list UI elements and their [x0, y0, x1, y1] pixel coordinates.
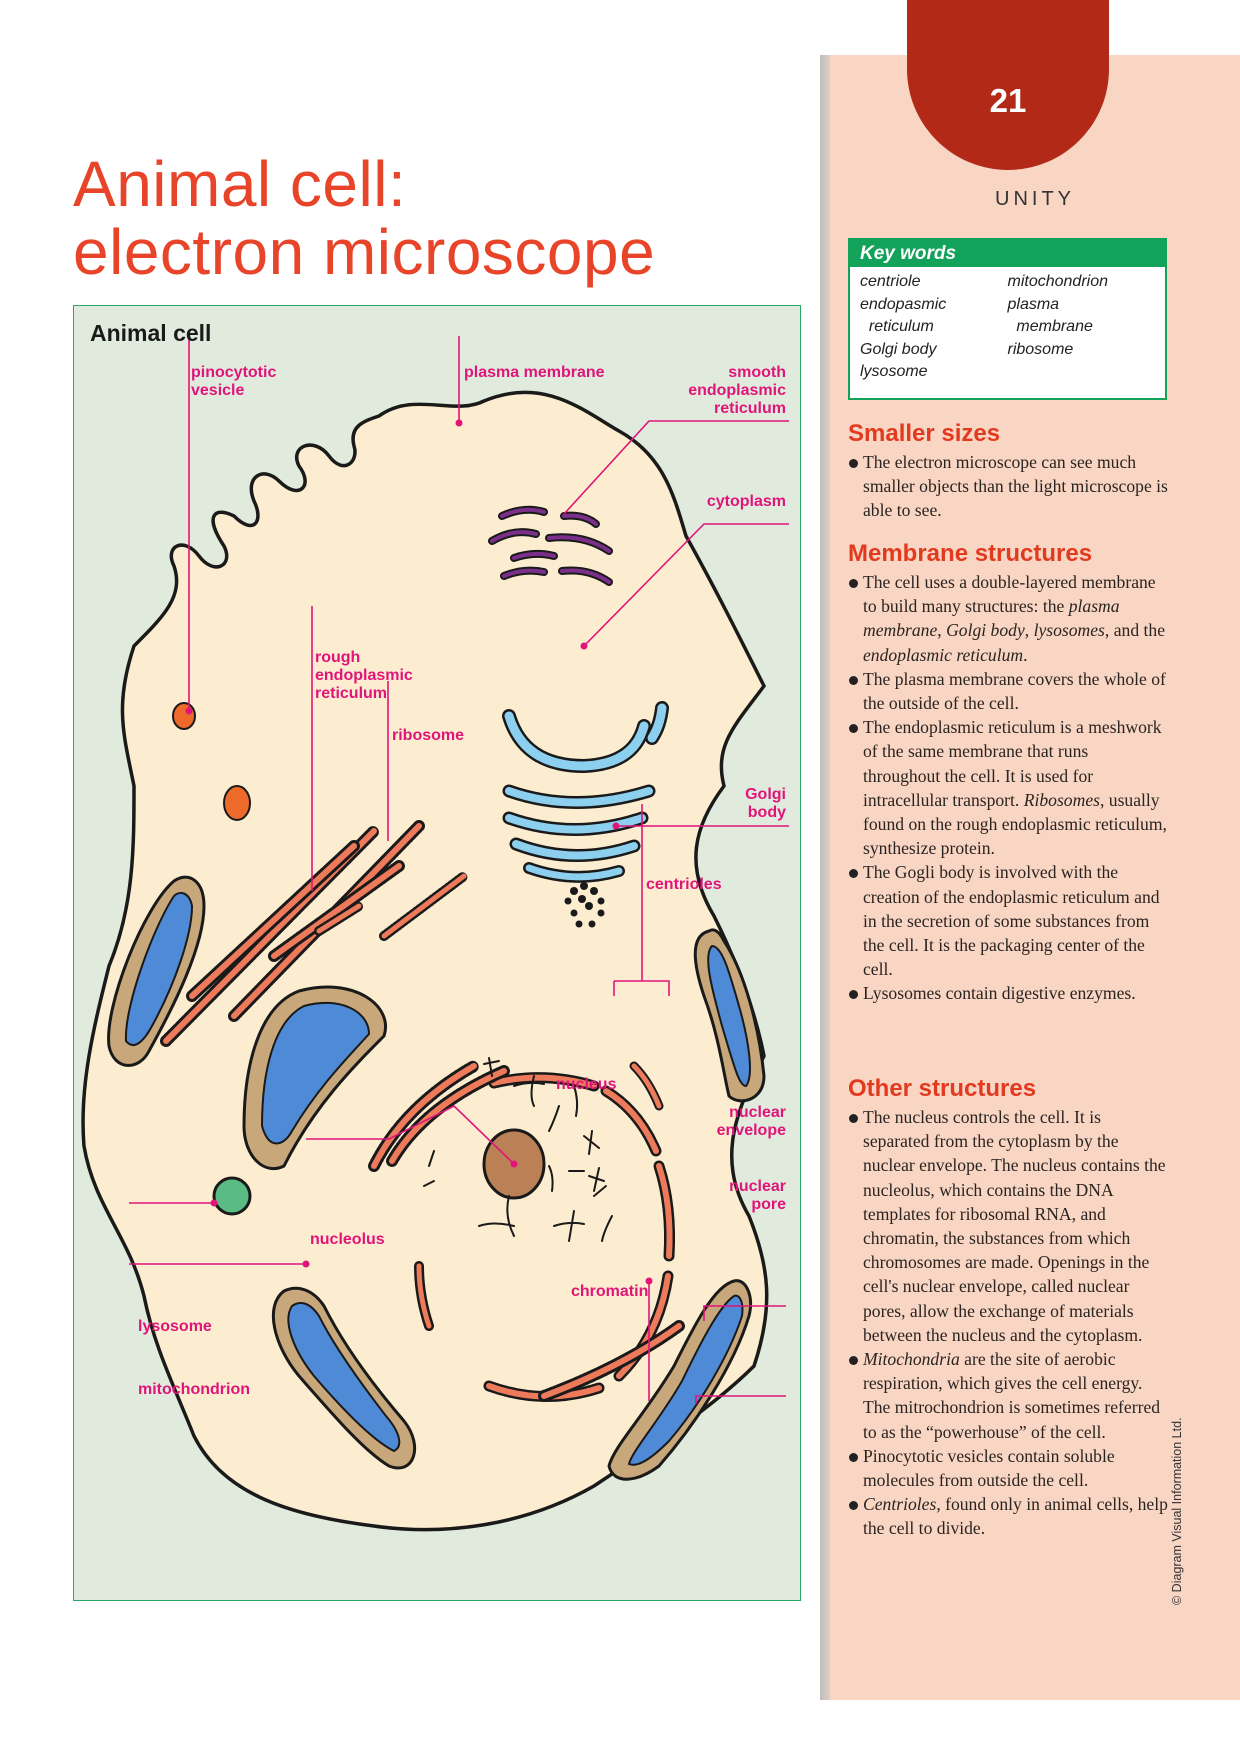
label-leader-dots	[185, 419, 653, 1285]
mitochondrion-bottom-left-shape	[271, 1286, 417, 1470]
label-golgi-body: Golgi body	[745, 786, 786, 821]
section-smaller-sizes: Smaller sizes The electron microscope ca…	[848, 420, 1168, 523]
key-word: Golgi body	[860, 340, 937, 358]
cell-membrane-shape	[81, 390, 769, 1532]
section-heading: Other structures	[848, 1075, 1037, 1102]
label-chromatin: chromatin	[571, 1283, 649, 1300]
bullet-item: Centrioles, found only in animal cells, …	[848, 1492, 1168, 1540]
section-heading: Smaller sizes	[848, 420, 1001, 447]
golgi-body-shape	[502, 701, 669, 883]
key-word: reticulum	[860, 318, 934, 335]
label-mitochondrion: mitochondrion	[138, 1381, 250, 1398]
bullet-item: Pinocytotic vesicles contain soluble mol…	[848, 1444, 1168, 1492]
page-number: 21	[989, 82, 1027, 119]
section-tag: UNITY	[995, 188, 1075, 210]
vesicle-shape	[223, 785, 251, 821]
key-words-box: Key words centriole endopasmic reticulum…	[848, 238, 1167, 400]
copyright-notice: © Diagram Visual Information Ltd.	[1170, 1417, 1184, 1605]
mitochondrion-right-shape	[693, 928, 766, 1103]
section-heading: Membrane structures	[848, 540, 1093, 567]
rough-er-shape	[160, 820, 469, 1047]
section-other-structures: Other structures The nucleus controls th…	[848, 1075, 1168, 1541]
mitochondrion-center-shape	[242, 985, 387, 1170]
key-word: lysosome	[860, 363, 928, 380]
label-ribosome: ribosome	[392, 727, 465, 744]
key-words-heading: Key words	[850, 240, 1165, 267]
label-centrioles: centrioles	[646, 876, 722, 893]
label-nucleolus: nucleolus	[310, 1231, 385, 1248]
chromatin-shape	[423, 1057, 613, 1242]
bullet-item: The plasma membrane covers the whole of …	[848, 667, 1168, 715]
label-nucleus: nucleus	[556, 1076, 617, 1093]
bullet-item: The cell uses a double-layered membrane …	[848, 570, 1168, 667]
key-word: membrane	[1007, 318, 1093, 335]
panel-shadow	[820, 55, 832, 1700]
bullet-item: The electron microscope can see much sma…	[848, 450, 1168, 523]
label-plasma-membrane: plasma membrane	[464, 364, 605, 381]
smooth-er-shape	[488, 505, 613, 586]
key-words-column-1: centriole endopasmic reticulum Golgi bod…	[860, 271, 1008, 384]
key-word: centriole	[860, 273, 921, 290]
label-rough-er: rough endoplasmic reticulum	[315, 649, 413, 702]
page-title-line-1: Animal cell:	[73, 148, 407, 220]
key-word: mitochondrion	[1007, 273, 1109, 290]
animal-cell-diagram: Animal cell pinocytotic vesicle plasma m…	[73, 305, 801, 1601]
key-word: endopasmic	[860, 295, 947, 313]
bullet-item: Mitochondria are the site of aerobic res…	[848, 1347, 1168, 1444]
bullet-item: Lysosomes contain digestive enzymes.	[848, 981, 1168, 1005]
diagram-title: Animal cell	[90, 320, 212, 346]
bullet-item: The Gogli body is involved with the crea…	[848, 860, 1168, 981]
mitochondrion-bottom-right-shape	[607, 1279, 752, 1481]
key-word: plasma	[1007, 295, 1060, 313]
label-leader-lines	[129, 336, 789, 1404]
key-word: ribosome	[1007, 340, 1074, 358]
page-number-badge: 21	[907, 0, 1109, 170]
nuclear-envelope-shape	[368, 1060, 685, 1403]
cell-illustration	[81, 336, 789, 1532]
mitochondrion-left-shape	[107, 875, 206, 1067]
label-cytoplasm: cytoplasm	[706, 493, 786, 510]
bullet-item: The endoplasmic reticulum is a meshwork …	[848, 715, 1168, 860]
page-title: Animal cell: electron microscope	[73, 150, 655, 286]
pinocytotic-vesicle-shape	[172, 702, 196, 730]
centrioles-shape	[564, 882, 605, 928]
label-nuclear-envelope: nuclear envelope	[716, 1104, 786, 1139]
label-lysosome: lysosome	[138, 1318, 212, 1335]
label-nuclear-pore: nuclear pore	[729, 1178, 786, 1213]
page-title-line-2: electron microscope	[73, 216, 656, 288]
label-smooth-er: smooth endoplasmic reticulum	[688, 364, 786, 417]
label-pinocytotic-vesicle: pinocytotic vesicle	[191, 364, 277, 399]
key-words-column-2: mitochondrion plasma membrane ribosome	[1008, 271, 1156, 384]
bullet-item: The nucleus controls the cell. It is sep…	[848, 1105, 1168, 1347]
lysosome-shape	[212, 1176, 252, 1216]
section-membrane-structures: Membrane structures The cell uses a doub…	[848, 540, 1168, 1006]
